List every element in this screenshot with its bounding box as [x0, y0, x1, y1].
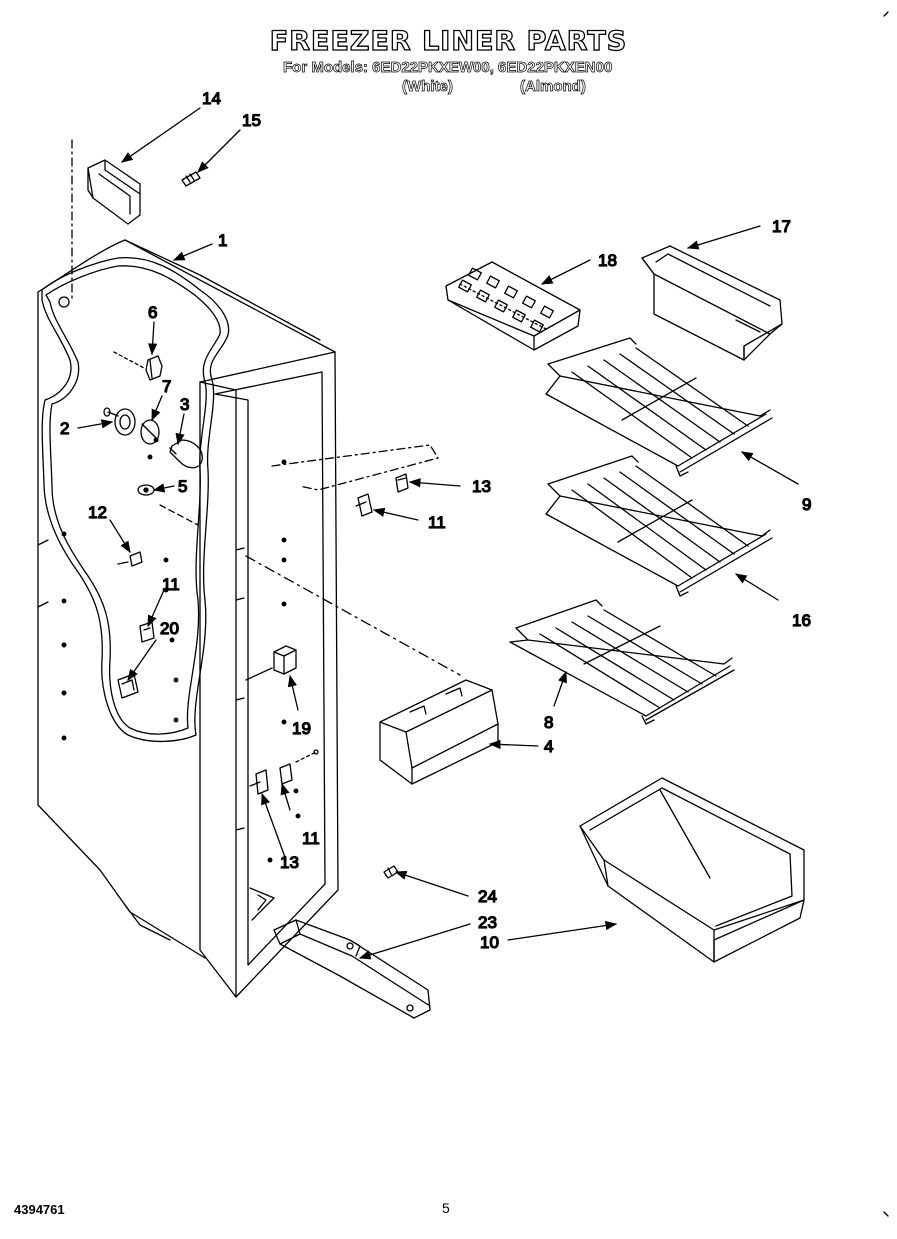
callout-11-upper: 11: [428, 513, 446, 532]
part-13-clip-lower: [249, 769, 269, 795]
callout-11-lower: 11: [302, 829, 320, 848]
part-18-ice-tray: [445, 261, 581, 351]
variant-white-label: (White): [402, 78, 454, 96]
callout-20: 20: [160, 619, 179, 638]
callout-7: 7: [162, 377, 171, 396]
part-9-wire-shelf: [545, 337, 773, 477]
model-numbers: For Models: 6ED22PKXEW00, 6ED22PKXEN00: [283, 59, 613, 77]
part-10-crisper-bin: [579, 777, 805, 963]
callout-8: 8: [544, 713, 553, 732]
corner-marks: [883, 11, 889, 1217]
callout-19: 19: [292, 719, 311, 738]
callout-4: 4: [544, 737, 553, 756]
part-11-clip-left: [139, 621, 155, 643]
part-17-door-bin: [641, 245, 783, 361]
leader-lines: [77, 107, 799, 960]
callout-13-upper: 13: [472, 477, 491, 496]
callout-3: 3: [180, 395, 189, 414]
callout-14: 14: [202, 89, 221, 108]
part-4-shelf-support: [379, 679, 499, 785]
document-code: 4394761: [14, 1202, 65, 1217]
page-title: FREEZER LINER PARTS: [269, 25, 628, 57]
callout-23: 23: [478, 913, 497, 932]
callout-6: 6: [148, 303, 157, 322]
callout-18: 18: [598, 251, 617, 270]
freezer-liner: [37, 139, 461, 998]
part-8-wire-shelf: [509, 599, 735, 725]
callout-9: 9: [802, 495, 811, 514]
part-14-top-bracket: [87, 159, 141, 225]
part-13-clip-upper: [395, 473, 409, 493]
callout-13-lower: 13: [280, 853, 299, 872]
part-23-lower-rail: [273, 919, 431, 1019]
callout-2: 2: [60, 419, 69, 438]
part-16-wire-shelf: [545, 455, 773, 597]
variant-almond-label: (Almond): [520, 78, 587, 96]
part-20-bracket: [117, 673, 139, 699]
callout-15: 15: [242, 111, 261, 130]
callout-1: 1: [218, 231, 227, 250]
callout-16: 16: [792, 611, 811, 630]
part-15-screw: [181, 171, 201, 187]
part-11-clip-lower: [279, 763, 293, 785]
part-19-bracket: [245, 645, 297, 681]
callout-17: 17: [772, 217, 791, 236]
callout-11-left: 11: [162, 575, 180, 594]
callout-10: 10: [480, 933, 499, 952]
callout-12: 12: [88, 503, 107, 522]
callout-24: 24: [478, 887, 497, 906]
page-number: 5: [442, 1200, 450, 1216]
callout-5: 5: [178, 477, 187, 496]
callout-labels: 14 15 1 6 7 3 2 5 12 11 20 13 11 19 11 1…: [59, 88, 812, 952]
part-11-clip-upper: [355, 493, 373, 517]
